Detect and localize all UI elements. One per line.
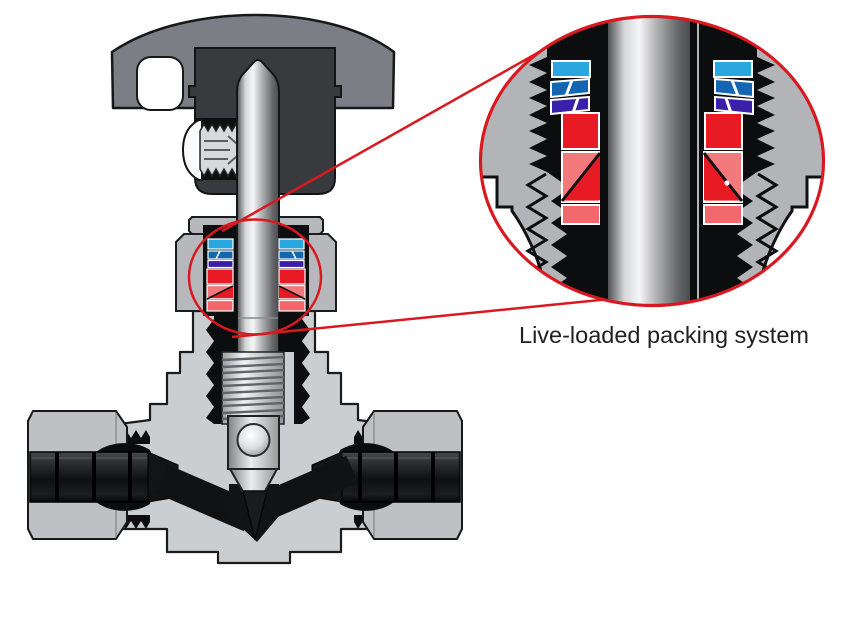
detail-view [478, 14, 826, 308]
magnifier-ellipse-large [478, 14, 826, 308]
sparkle-dot [724, 180, 730, 186]
packing-stack-small [206, 238, 234, 312]
detail-stem [608, 16, 690, 306]
handle-cutout [136, 56, 184, 111]
valve-stem [236, 59, 280, 357]
needle-tip [242, 490, 268, 541]
detail-thread-zigzag [525, 172, 549, 270]
stem-threaded-section [221, 351, 285, 425]
packing-stack-detail [550, 60, 602, 225]
caption-label: Live-loaded packing system [519, 322, 809, 348]
connector-line-lower [231, 297, 611, 339]
set-screw-washer [181, 119, 203, 181]
stem-ball [236, 423, 271, 457]
connector-line-upper [221, 49, 542, 233]
needle-assembly [227, 415, 280, 542]
tube-ring-grooves [55, 452, 132, 502]
magnifier-annotation [187, 49, 611, 339]
